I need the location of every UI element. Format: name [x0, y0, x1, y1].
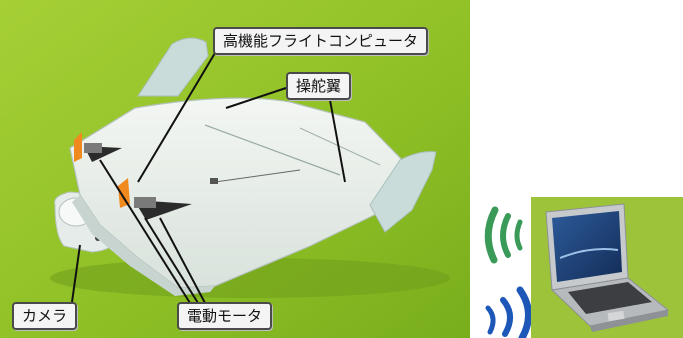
leader-flight-computer	[137, 52, 216, 183]
motor-front	[74, 132, 122, 162]
servo	[210, 178, 218, 184]
wing-underside	[72, 195, 215, 296]
label-camera: カメラ	[12, 302, 78, 330]
leader-motor-1	[99, 159, 191, 304]
leader-cs-right	[329, 99, 346, 183]
leader-motor-2	[144, 217, 199, 304]
leader-lines	[71, 52, 346, 304]
label-flight-computer: 高機能フライトコンピュータ	[213, 27, 429, 55]
leader-motor-3	[159, 217, 206, 304]
leader-cs-left	[225, 87, 287, 109]
elevon-line	[204, 124, 341, 176]
leader-camera	[71, 244, 81, 303]
label-control-surfaces: 操舵翼	[286, 72, 352, 100]
wireless-waves-icon	[484, 206, 532, 338]
label-electric-motor: 電動モータ	[177, 302, 273, 330]
motor-rear	[118, 178, 192, 220]
left-fin	[137, 37, 209, 97]
elevon-line-2	[299, 127, 381, 166]
laptop-icon	[531, 197, 683, 338]
control-rod	[214, 169, 301, 183]
right-fin	[369, 151, 437, 233]
